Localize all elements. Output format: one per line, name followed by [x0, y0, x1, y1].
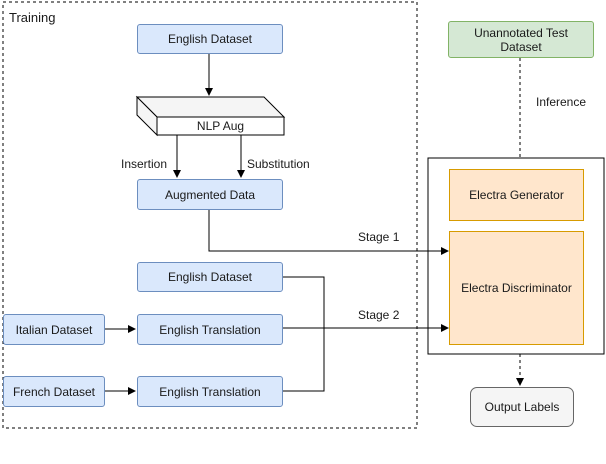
- substitution-label: Substitution: [247, 157, 310, 171]
- nlp-aug-label: NLP Aug: [196, 119, 245, 133]
- training-frame: [2, 1, 418, 429]
- electra-generator-node: Electra Generator: [449, 169, 584, 221]
- edge-stage1: [208, 210, 449, 255]
- english-translation-1-node: English Translation: [137, 314, 283, 345]
- unannotated-test-dataset-node: Unannotated Test Dataset: [448, 21, 594, 58]
- electra-discriminator-node: Electra Discriminator: [449, 231, 584, 345]
- training-title: Training: [9, 10, 56, 25]
- nlp-aug-box: [135, 95, 286, 137]
- stage2-label: Stage 2: [358, 308, 400, 322]
- insertion-label: Insertion: [121, 157, 168, 171]
- inference-label: Inference: [536, 95, 587, 109]
- augmented-data-node: Augmented Data: [137, 179, 283, 210]
- output-labels-node: Output Labels: [470, 387, 574, 427]
- edge-english-dataset-merge: [283, 276, 325, 392]
- english-translation-2-node: English Translation: [137, 376, 283, 407]
- french-dataset-node: French Dataset: [3, 376, 105, 407]
- english-dataset-top-node: English Dataset: [137, 24, 283, 54]
- stage1-label: Stage 1: [358, 230, 400, 244]
- english-dataset-bottom-node: English Dataset: [137, 262, 283, 292]
- italian-dataset-node: Italian Dataset: [3, 314, 105, 345]
